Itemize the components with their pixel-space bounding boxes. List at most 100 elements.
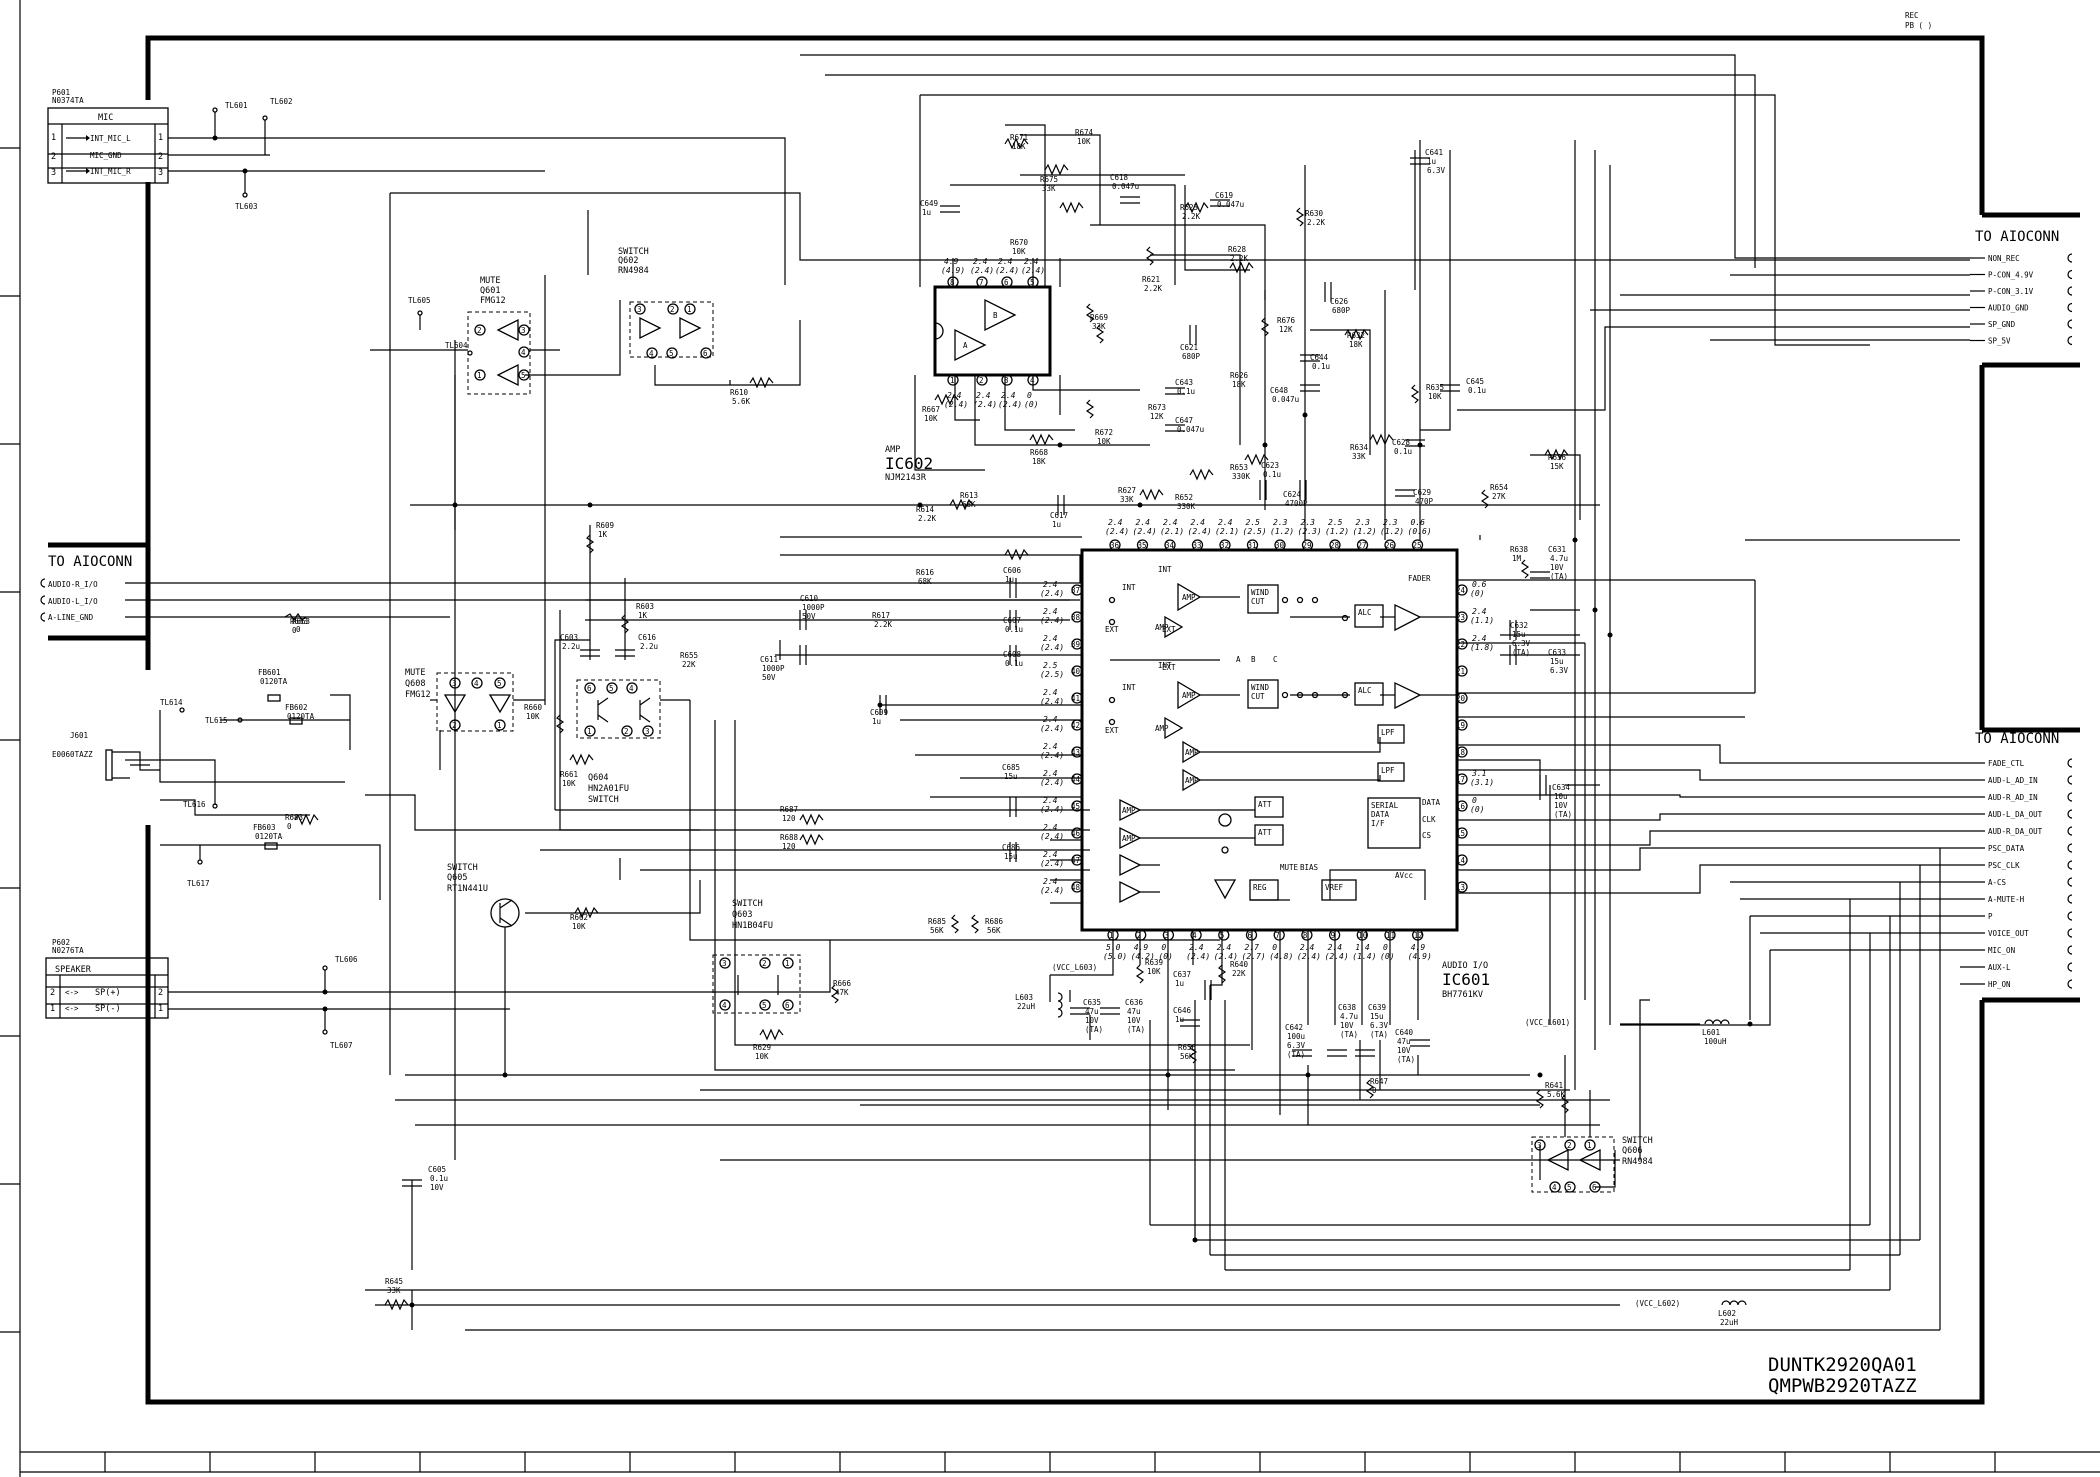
component-value: 2.2K <box>1230 254 1249 263</box>
ic601-internal-label: EXT <box>1162 625 1176 634</box>
component-ref: R617 <box>872 611 890 620</box>
ic601-internal-label: FADER <box>1408 574 1431 583</box>
ic602-top-v: 4.9 <box>944 257 959 266</box>
component-ref: R634 <box>1350 443 1369 452</box>
component-value: 18K <box>1232 380 1246 389</box>
component-ref: C686 <box>1002 843 1021 852</box>
ic601-internal-label: INT <box>1158 565 1172 574</box>
component-ref: C631 <box>1548 545 1566 554</box>
component-value: 330K <box>1177 502 1196 511</box>
component-value: 10K <box>1428 392 1442 401</box>
ic601-block-label: WIND <box>1251 683 1270 692</box>
tl603: TL603 <box>235 202 258 211</box>
component-value: (TA) <box>1287 1050 1305 1059</box>
component-ref: R628 <box>1228 245 1247 254</box>
ic601-top-v2: (1.2) <box>1325 527 1349 536</box>
component-value: 0 <box>287 822 292 831</box>
left-testpoints: TL605 TL604 TL614 TL615 TL616 TL617 J601… <box>52 296 473 888</box>
amp-block-7 <box>1119 853 1142 877</box>
ic601-top-pin: 26 <box>1385 541 1395 550</box>
component-value: 6.3V <box>1512 639 1531 648</box>
component-value: 10V <box>1085 1016 1099 1025</box>
amp-block-1 <box>1177 582 1202 612</box>
component-ref: R641 <box>1545 1081 1563 1090</box>
ic601-top-pin: 25 <box>1413 541 1422 550</box>
component-value: (TA) <box>1370 1030 1388 1039</box>
component-value: 0.047u <box>1217 200 1244 209</box>
tl607: TL607 <box>330 1041 353 1050</box>
component-value: 10V <box>1340 1021 1354 1030</box>
svg-text:1: 1 <box>497 721 502 730</box>
svg-text:6: 6 <box>703 349 708 358</box>
component-ref: R654 <box>1490 483 1509 492</box>
svg-text:3: 3 <box>722 959 727 968</box>
component-ref: FB601 <box>258 668 281 677</box>
component-ref: R653 <box>1230 463 1248 472</box>
aio-right-bottom: TO AIOCONN FADE_CTLAUD-L_AD_INAUD-R_AD_I… <box>1960 731 2073 989</box>
ic601-left-v2: (2.4) <box>1040 724 1064 733</box>
ic601: AUDIO I/O IC601 BH7761KV AMPAMPAMPAMPAMP… <box>1040 518 1494 1000</box>
aio-rb-pin: AUD-R_AD_IN <box>1988 793 2038 802</box>
ic602-bot-v: 2.4 <box>1001 391 1016 400</box>
ic601-top-pin: 32 <box>1220 541 1229 550</box>
component-value: 1u <box>1005 575 1014 584</box>
component-value: 33K <box>1352 452 1366 461</box>
component-ref: C637 <box>1173 970 1191 979</box>
svg-text:4: 4 <box>1552 1183 1557 1192</box>
ic601-block-label: ATT <box>1258 800 1272 809</box>
component-value: 2.2K <box>1144 284 1163 293</box>
q605-role: SWITCH <box>447 863 478 873</box>
component-ref: C646 <box>1173 1006 1192 1015</box>
component-value: 56K <box>930 926 944 935</box>
component-value: 18K <box>1032 457 1046 466</box>
ic601-bot-v2: (5.0) <box>1103 952 1127 961</box>
ic601-top-v2: (1.2) <box>1380 527 1404 536</box>
component-value: 15u <box>1550 657 1564 666</box>
component-value: 10K <box>924 414 938 423</box>
component-value: 1u <box>1175 979 1184 988</box>
component-ref: R656 <box>1178 1043 1197 1052</box>
component-ref: R635 <box>1426 383 1444 392</box>
component-ref: R660 <box>524 703 543 712</box>
component-value: 10V <box>1554 801 1568 810</box>
ic601-top-pin: 31 <box>1248 541 1257 550</box>
svg-text:4: 4 <box>521 348 526 357</box>
component-value: 100u <box>1287 1032 1305 1041</box>
tl614: TL614 <box>160 698 183 707</box>
q604-role: SWITCH <box>588 795 619 805</box>
aio-rt-pin: P-CON_3.1V <box>1988 287 2034 296</box>
ic601-right-v2: (0) <box>1470 805 1484 814</box>
ic601-top-v2: (2.4) <box>1188 527 1212 536</box>
q604-part: HN2A01FU <box>588 784 629 794</box>
component-value: 2.2K <box>874 620 893 629</box>
ic601-part: BH7761KV <box>1442 990 1483 1000</box>
ic601-left-v2: (2.4) <box>1040 589 1064 598</box>
ic601-left-pin: 40 <box>1071 667 1081 676</box>
component-value: 33K <box>1092 322 1106 331</box>
component-ref: R683 <box>285 813 303 822</box>
svg-text:1: 1 <box>477 371 482 380</box>
ic601-top-v: 2.3 <box>1383 518 1398 527</box>
component-ref: R674 <box>1075 128 1094 137</box>
ic601-left-pin: 41 <box>1071 694 1080 703</box>
component-labels: R67118KR67410KR67533KR67010KR66933KR6671… <box>253 128 1739 1327</box>
q601-role: MUTE <box>480 276 500 286</box>
component-value: 0.047u <box>1177 425 1204 434</box>
rec-label: REC <box>1905 11 1919 20</box>
aio-rb-pin: AUD-L_AD_IN <box>1988 776 2038 785</box>
component-value: 0.1u <box>1394 447 1412 456</box>
aio-rb-title: TO AIOCONN <box>1975 731 2059 747</box>
component-ref: R688 <box>780 833 799 842</box>
ic601-internal-label: INT <box>1122 583 1136 592</box>
component-value: 1000P <box>762 664 785 673</box>
ic601-bot-v: 0 <box>1161 943 1166 952</box>
ic601-right-v: 3.1 <box>1471 769 1486 778</box>
ic602-part: NJM2143R <box>885 473 927 483</box>
ic601-bot-pin: 7 <box>1275 931 1280 940</box>
component-value: 1u <box>922 208 931 217</box>
ic601-block-label: I/F <box>1371 819 1385 828</box>
q608-role: MUTE <box>405 668 425 678</box>
ic601-left-v2: (2.4) <box>1040 859 1064 868</box>
component-ref: C606 <box>1003 566 1022 575</box>
j601-ref: J601 <box>70 731 88 740</box>
